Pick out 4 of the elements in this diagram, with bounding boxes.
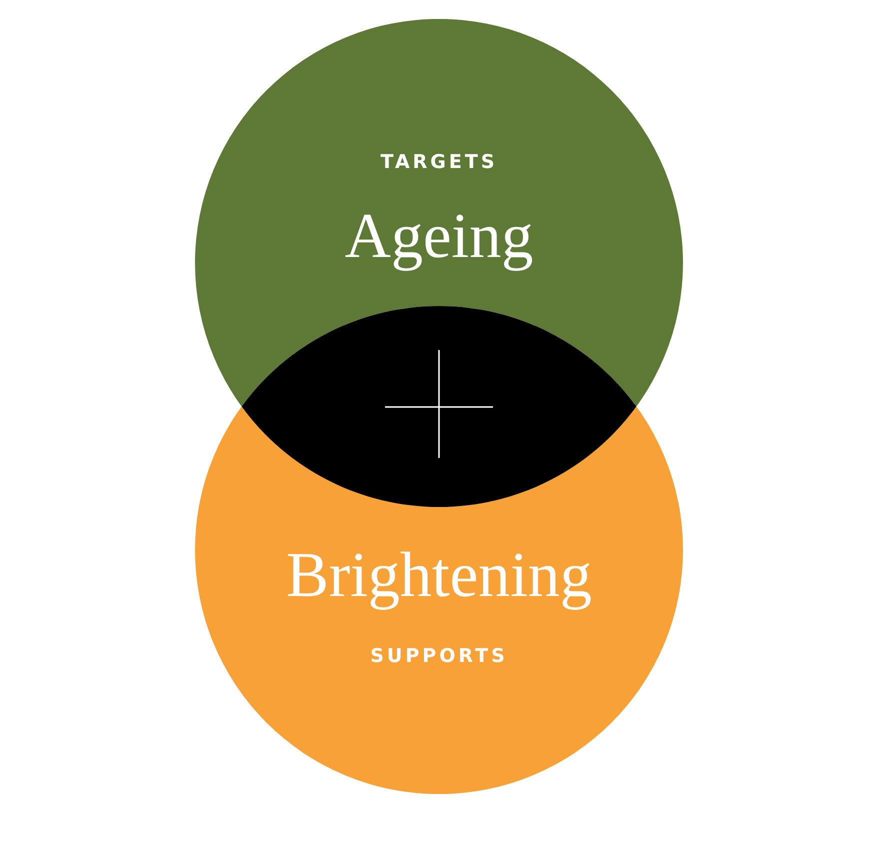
circle-subtitle: TARGETS (380, 151, 498, 173)
circle-subtitle: SUPPORTS (370, 645, 508, 667)
circle-title: Ageing (344, 199, 534, 273)
circle-title: Brightening (286, 538, 592, 612)
